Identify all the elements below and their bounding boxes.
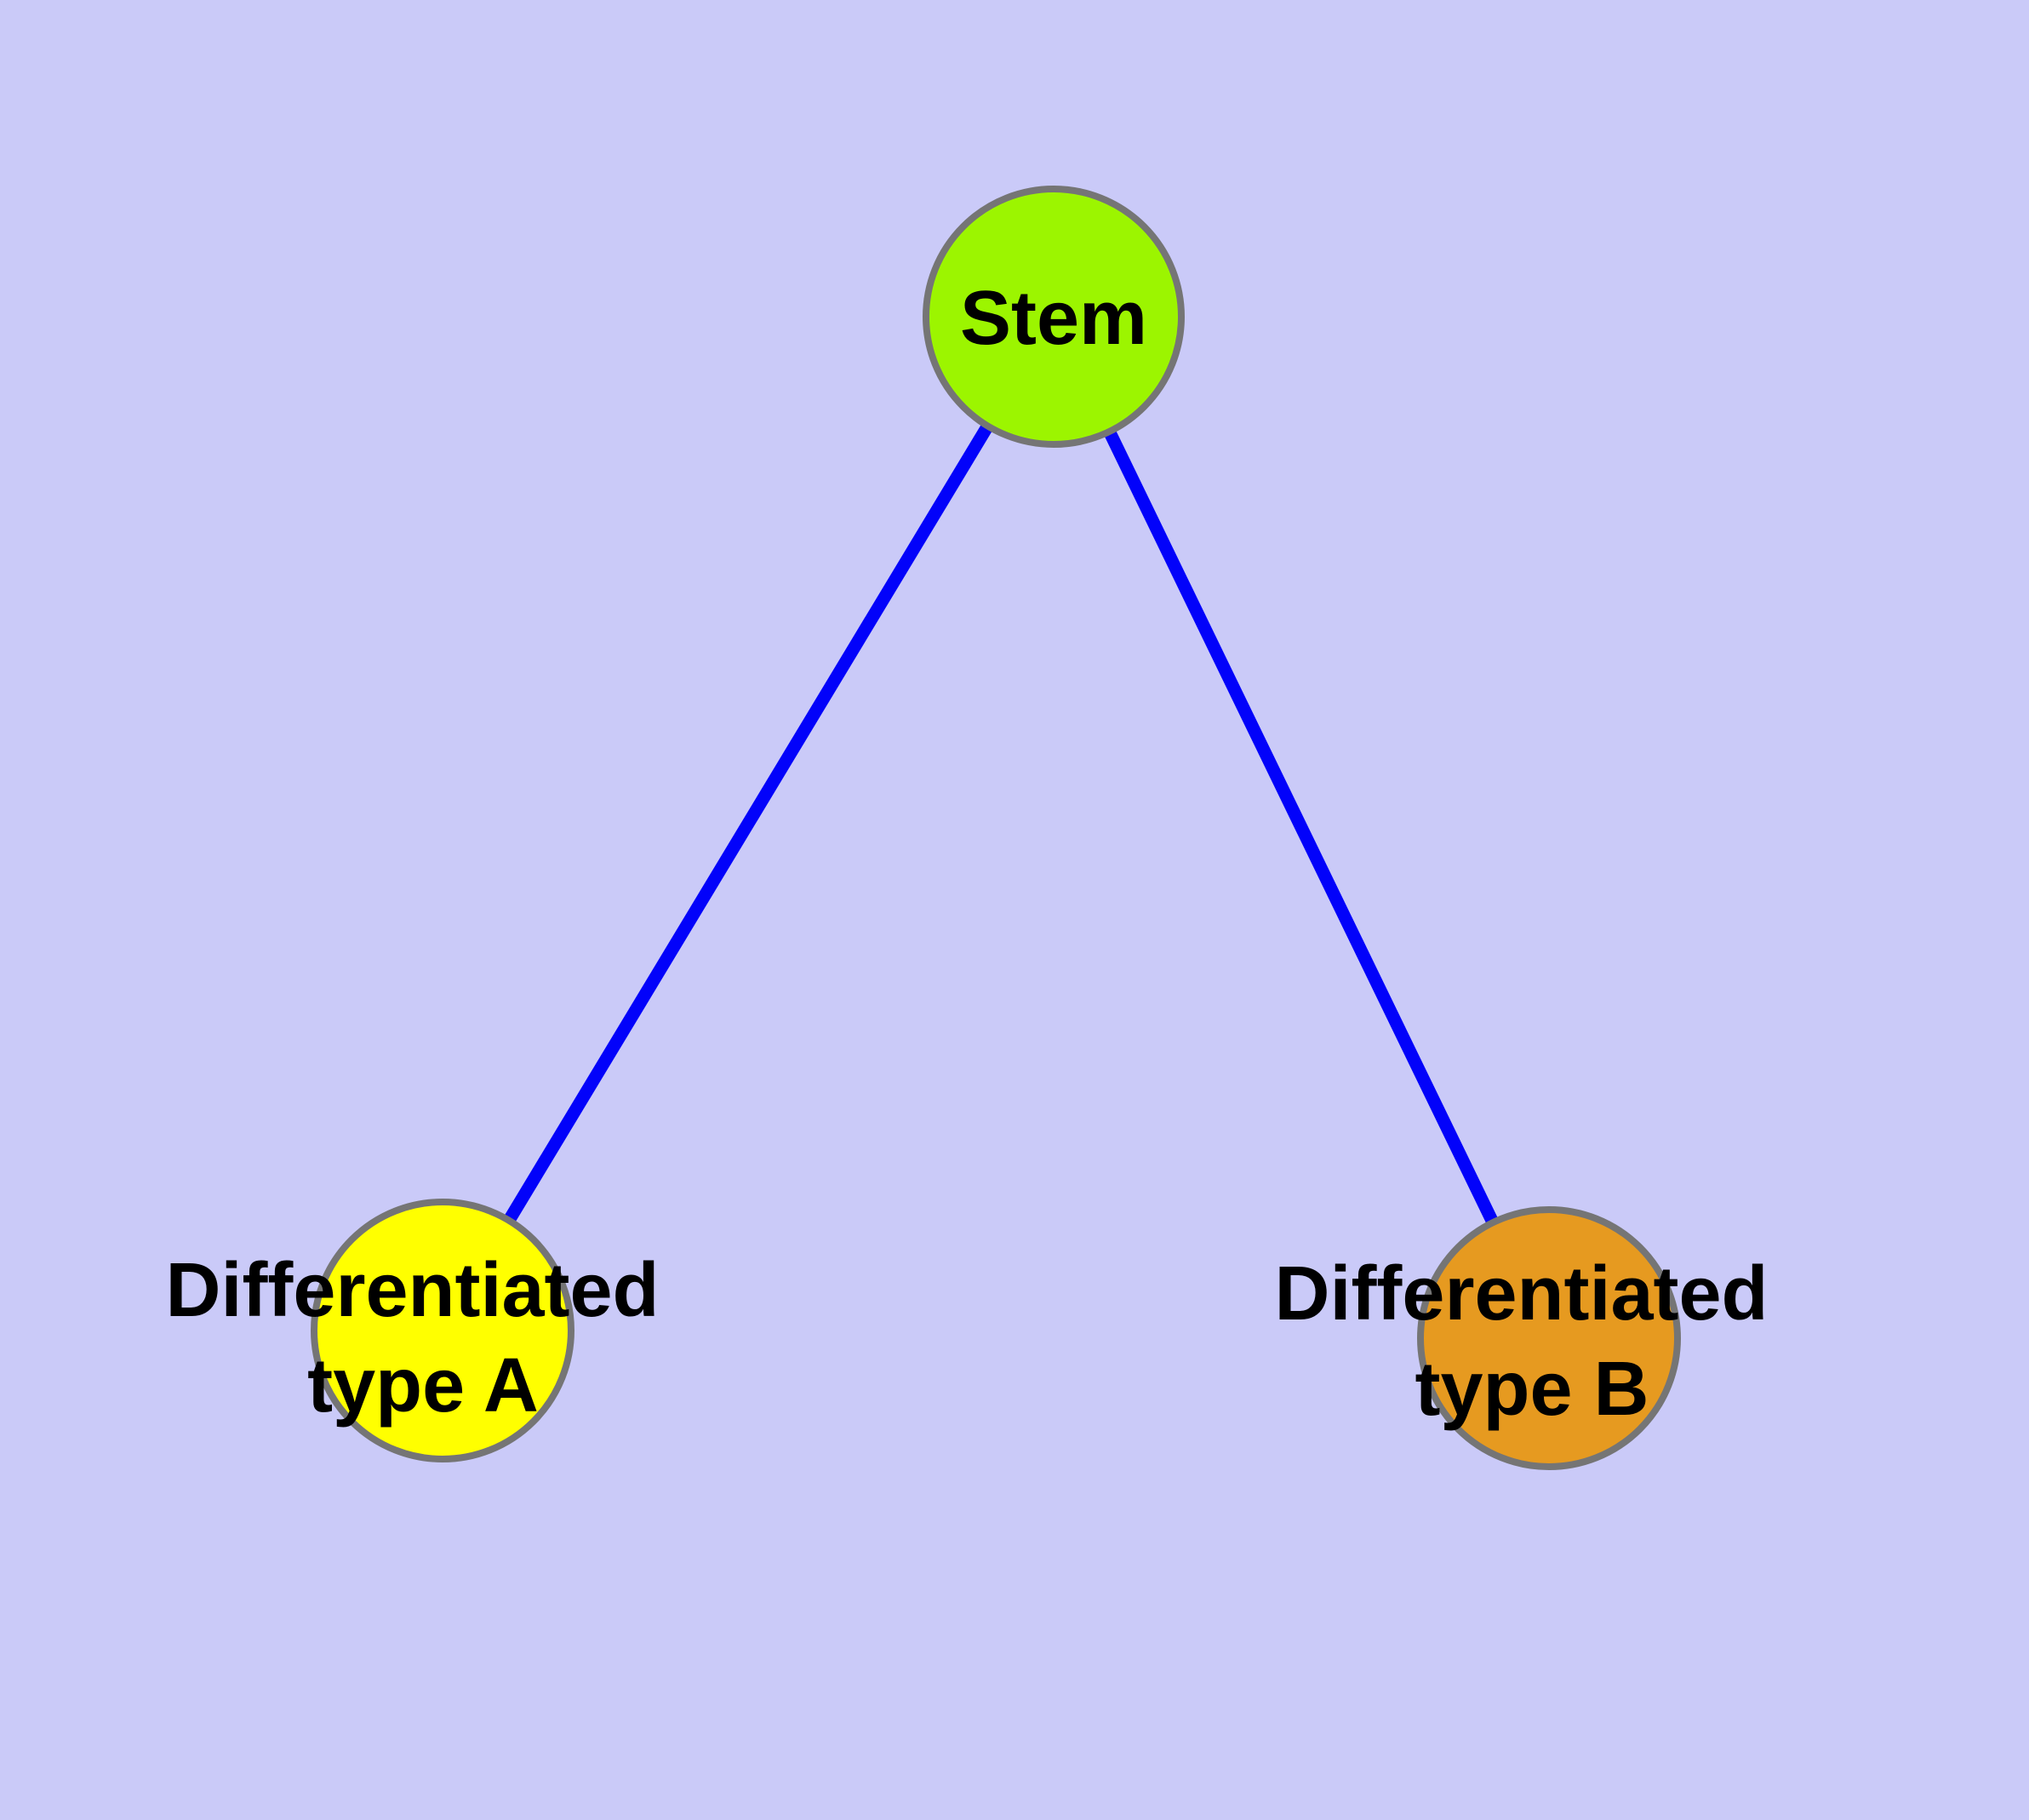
- edge-stem-to-type-a: [437, 313, 1060, 1334]
- node-differentiated-type-b-label: Differentiated type B: [1274, 1251, 1789, 1432]
- node-differentiated-type-a-circle: [311, 1199, 574, 1462]
- node-stem-label: Stem: [960, 276, 1147, 361]
- node-group: [311, 186, 1681, 1470]
- label-line: Differentiated: [165, 1248, 659, 1333]
- label-line: Differentiated: [1274, 1251, 1768, 1336]
- edge-group: [437, 313, 1555, 1342]
- label-line: type A: [307, 1343, 539, 1428]
- node-stem-circle: [923, 186, 1185, 448]
- edge-stem-to-type-b: [1048, 313, 1555, 1342]
- node-differentiated-type-b-circle: [1417, 1206, 1681, 1470]
- label-line: type B: [1415, 1347, 1649, 1432]
- node-differentiated-type-a-label: Differentiated type A: [165, 1248, 680, 1428]
- label-group: Stem Differentiated type A Differentiate…: [165, 276, 1789, 1432]
